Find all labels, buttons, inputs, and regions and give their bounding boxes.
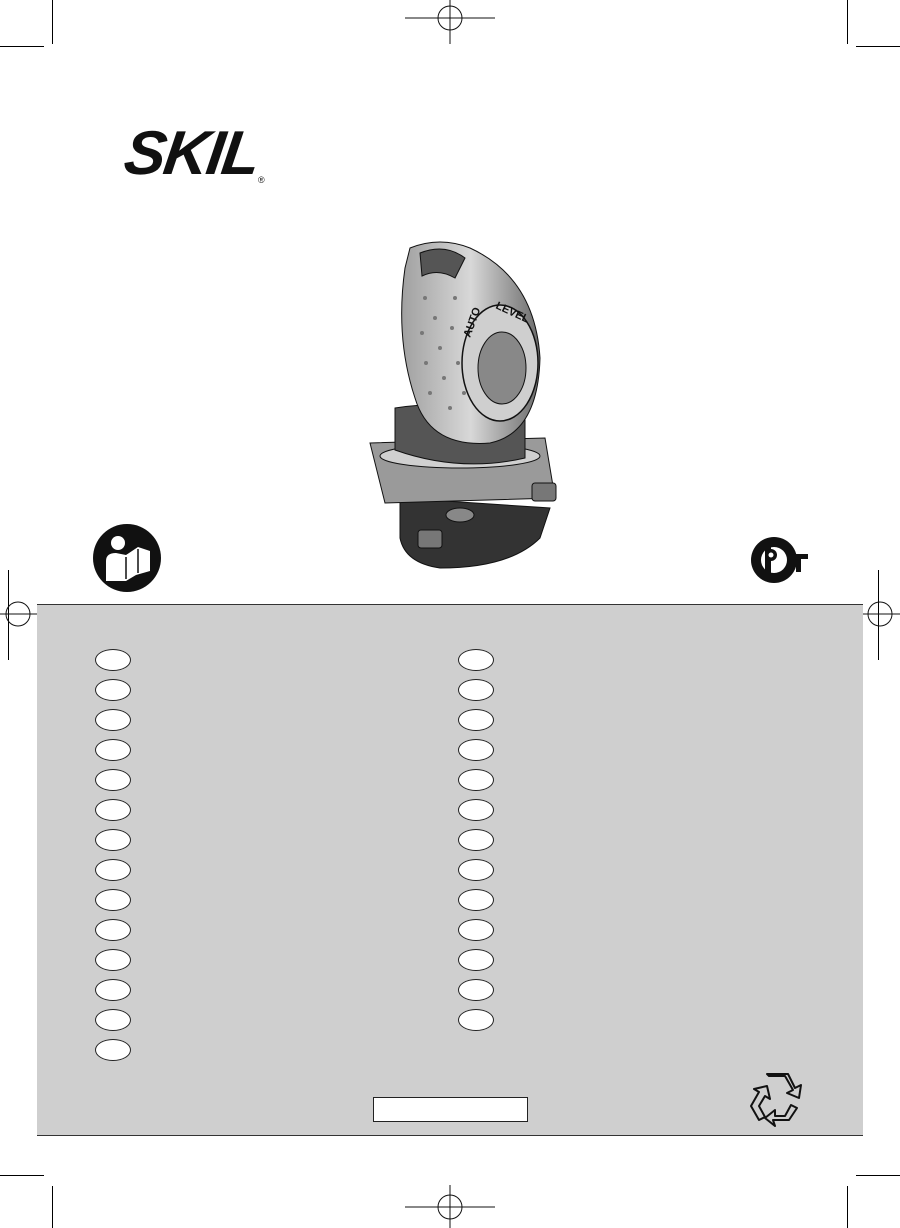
language-oval[interactable] — [95, 919, 131, 941]
language-oval[interactable] — [95, 709, 131, 731]
language-oval[interactable] — [95, 769, 131, 791]
language-oval[interactable] — [458, 889, 494, 911]
registered-mark: ® — [258, 175, 265, 185]
language-oval[interactable] — [458, 769, 494, 791]
recycle-icon — [750, 1073, 802, 1127]
language-oval[interactable] — [458, 679, 494, 701]
language-oval[interactable] — [95, 1009, 131, 1031]
language-oval[interactable] — [95, 679, 131, 701]
language-oval[interactable] — [95, 859, 131, 881]
language-oval[interactable] — [95, 649, 131, 671]
skil-logo: SKIL — [120, 119, 264, 188]
pct-certification-icon — [751, 537, 808, 583]
language-panel — [37, 604, 863, 1136]
language-oval[interactable] — [95, 889, 131, 911]
language-oval[interactable] — [458, 949, 494, 971]
language-oval[interactable] — [95, 799, 131, 821]
language-oval[interactable] — [458, 709, 494, 731]
language-oval[interactable] — [95, 829, 131, 851]
language-oval[interactable] — [95, 1039, 131, 1061]
language-oval[interactable] — [95, 979, 131, 1001]
language-oval[interactable] — [458, 919, 494, 941]
language-oval[interactable] — [95, 739, 131, 761]
language-oval[interactable] — [458, 859, 494, 881]
laser-level-illustration: AUTO LEVEL — [369, 241, 557, 569]
product-code-box — [373, 1097, 528, 1122]
language-oval[interactable] — [458, 649, 494, 671]
language-oval[interactable] — [458, 1009, 494, 1031]
read-manual-icon — [93, 524, 161, 592]
language-oval[interactable] — [458, 739, 494, 761]
language-oval[interactable] — [458, 799, 494, 821]
language-oval[interactable] — [458, 829, 494, 851]
language-oval[interactable] — [95, 949, 131, 971]
language-oval[interactable] — [458, 979, 494, 1001]
